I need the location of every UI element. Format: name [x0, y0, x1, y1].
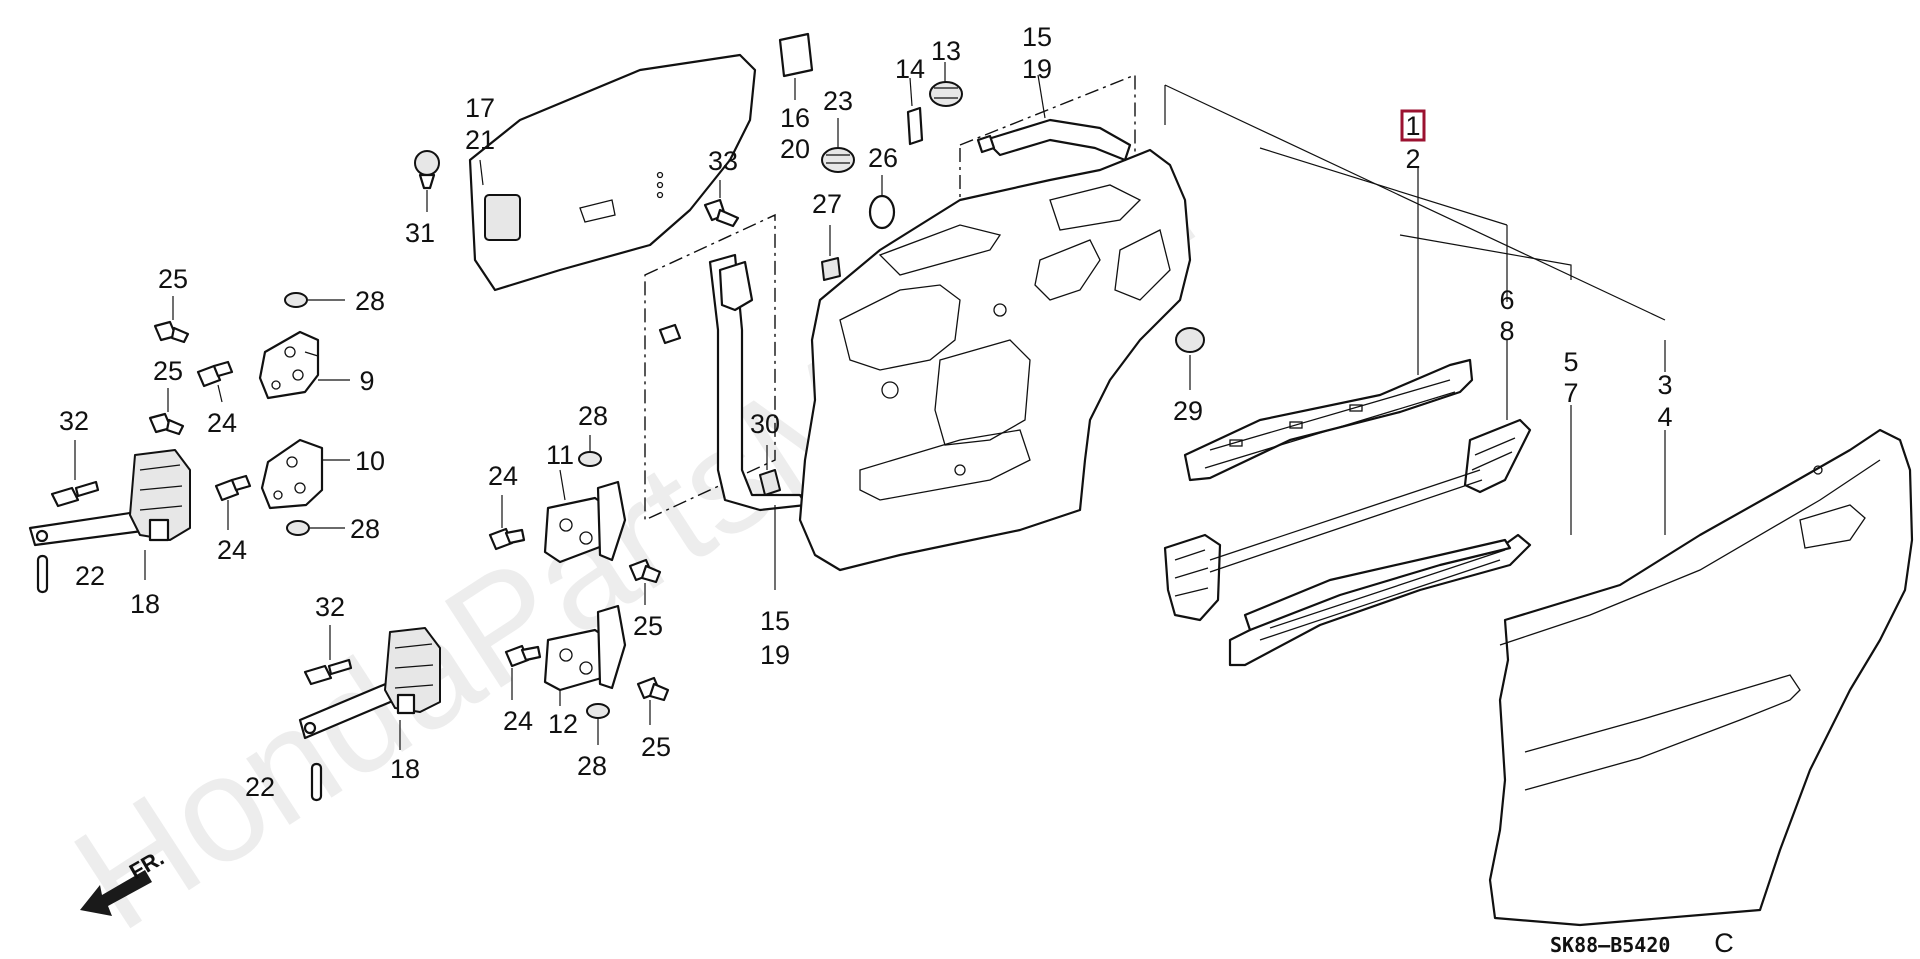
pin-22-lower[interactable]	[310, 762, 323, 802]
bolt-24-left-b[interactable]	[214, 474, 252, 502]
window-regulator-bracket[interactable]	[1163, 533, 1222, 622]
clip-left-small[interactable]	[658, 323, 682, 345]
callout-18-lower[interactable]: 18	[390, 754, 420, 784]
clip-27[interactable]	[821, 257, 841, 281]
highlight-box	[1400, 109, 1426, 142]
callout-18-upper[interactable]: 18	[130, 589, 160, 619]
window-guide-rail[interactable]	[1228, 533, 1532, 667]
plug-26[interactable]	[868, 194, 896, 230]
bolt-25-left-b[interactable]	[148, 412, 185, 436]
callout-19-top[interactable]: 19	[1022, 54, 1052, 84]
callout-24-b[interactable]: 24	[217, 535, 247, 565]
callout-16[interactable]: 16	[780, 103, 810, 133]
callout-24-a[interactable]: 24	[207, 408, 237, 438]
callout-5[interactable]: 5	[1563, 347, 1578, 377]
callout-7[interactable]: 7	[1563, 378, 1578, 408]
bumper-23[interactable]	[821, 147, 855, 173]
callout-32-upper[interactable]: 32	[59, 406, 89, 436]
regulator-cable	[1209, 469, 1483, 573]
callout-28-c[interactable]: 28	[578, 401, 608, 431]
callout-22-lower[interactable]: 22	[245, 772, 275, 802]
callout-31[interactable]: 31	[405, 218, 435, 248]
bolt-32-lower[interactable]	[303, 658, 353, 686]
callout-20[interactable]: 20	[780, 134, 810, 164]
bumper-13[interactable]	[929, 81, 963, 107]
callout-14[interactable]: 14	[895, 54, 925, 84]
bolt-32-upper[interactable]	[50, 480, 100, 508]
callout-24-c[interactable]: 24	[488, 461, 518, 491]
nut-28-d[interactable]	[586, 703, 610, 719]
callout-32-lower[interactable]: 32	[315, 592, 345, 622]
hinge-9[interactable]	[258, 330, 320, 400]
bolt-24-mid-b[interactable]	[504, 644, 542, 668]
door-checker-lower[interactable]	[298, 627, 441, 740]
bolt-25-mid-a[interactable]	[628, 558, 662, 584]
callout-12[interactable]: 12	[548, 709, 578, 739]
callout-28-a[interactable]: 28	[355, 286, 385, 316]
bolt-25-mid-b[interactable]	[636, 676, 670, 702]
callout-2[interactable]: 2	[1405, 144, 1420, 174]
weatherstrip-group-outline	[644, 213, 776, 522]
callout-23[interactable]: 23	[823, 86, 853, 116]
bolt-small-sash[interactable]	[976, 134, 996, 154]
hinge-10[interactable]	[260, 438, 324, 510]
nut-29[interactable]	[1175, 327, 1205, 353]
door-reinforcement-beam[interactable]	[1183, 358, 1474, 482]
diagram-code-suffix: C	[1714, 928, 1734, 958]
clip-31[interactable]	[414, 150, 440, 190]
callout-17[interactable]: 17	[465, 93, 495, 123]
callout-25-b[interactable]: 25	[153, 356, 183, 386]
callout-30[interactable]: 30	[750, 409, 780, 439]
door-inner-panel[interactable]	[798, 148, 1192, 572]
bolt-24-left-a[interactable]	[196, 360, 234, 388]
callout-6[interactable]: 6	[1499, 285, 1514, 315]
bolt-25-left-a[interactable]	[153, 320, 190, 344]
callout-25-c[interactable]: 25	[633, 611, 663, 641]
nut-28-c[interactable]	[578, 451, 602, 467]
callout-29[interactable]: 29	[1173, 396, 1203, 426]
callout-28-d[interactable]: 28	[577, 751, 607, 781]
callout-3[interactable]: 3	[1657, 370, 1672, 400]
group-leader-outer	[1164, 84, 1666, 321]
callout-28-b[interactable]: 28	[350, 514, 380, 544]
callout-8[interactable]: 8	[1499, 316, 1514, 346]
callout-9[interactable]: 9	[359, 366, 374, 396]
callout-26[interactable]: 26	[868, 143, 898, 173]
door-outer-panel[interactable]	[1488, 428, 1914, 927]
bolt-24-mid-a[interactable]	[488, 527, 526, 551]
callout-33[interactable]: 33	[708, 146, 738, 176]
callout-13[interactable]: 13	[931, 36, 961, 66]
callout-25-a[interactable]: 25	[158, 264, 188, 294]
callout-22-upper[interactable]: 22	[75, 561, 105, 591]
callout-4[interactable]: 4	[1657, 402, 1672, 432]
callout-15-top[interactable]: 15	[1022, 22, 1052, 52]
seal-16[interactable]	[778, 32, 814, 78]
pin-22-upper[interactable]	[36, 554, 49, 594]
callout-21[interactable]: 21	[465, 125, 495, 155]
door-plastic-sheet[interactable]	[468, 53, 757, 292]
window-glass-channel-8[interactable]	[1463, 418, 1532, 494]
door-sash-frame[interactable]	[983, 118, 1132, 162]
hinge-12[interactable]	[543, 604, 627, 692]
nut-28-b[interactable]	[286, 520, 310, 536]
callout-27[interactable]: 27	[812, 189, 842, 219]
callout-15-bottom[interactable]: 15	[760, 606, 790, 636]
callout-1[interactable]: 1	[1405, 111, 1420, 141]
door-checker-upper[interactable]	[28, 449, 191, 547]
clip-30[interactable]	[759, 469, 781, 496]
callout-19-bottom[interactable]: 19	[760, 640, 790, 670]
nut-28-a[interactable]	[284, 292, 308, 308]
group-leader-guide	[1399, 234, 1572, 280]
callout-10[interactable]: 10	[355, 446, 385, 476]
callout-25-d[interactable]: 25	[641, 732, 671, 762]
callout-11[interactable]: 11	[546, 440, 574, 470]
hinge-11[interactable]	[543, 480, 627, 564]
clip-33[interactable]	[703, 198, 740, 228]
diagram-code: SK88–B5420	[1550, 933, 1670, 957]
seal-14[interactable]	[906, 106, 924, 146]
callout-24-d[interactable]: 24	[503, 706, 533, 736]
group-leader-regulator	[1259, 147, 1508, 226]
